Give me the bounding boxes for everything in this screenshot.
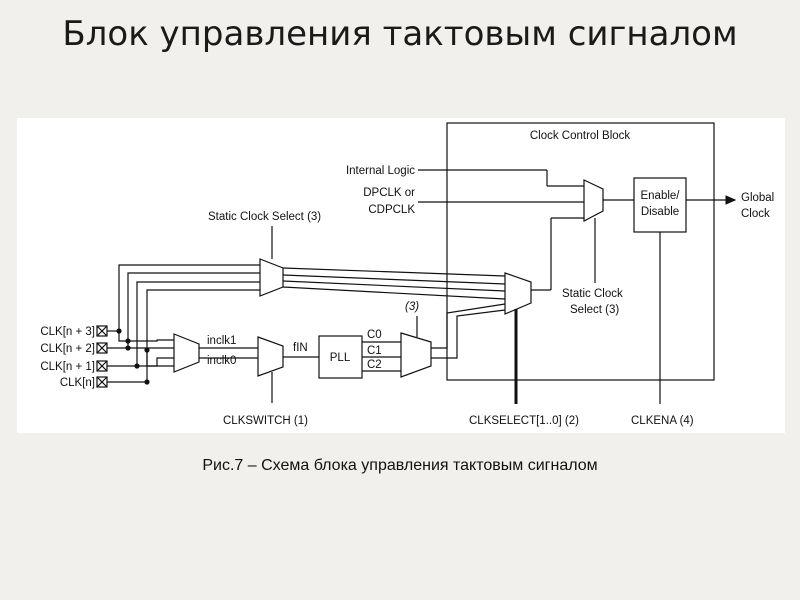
enable-disable-block: [633, 177, 687, 233]
pll-out-c1: C1: [367, 345, 382, 357]
inclk1-label: inclk1: [207, 335, 236, 347]
enable-label-line1: Enable/: [640, 190, 680, 202]
global-clock-label-line1: Global: [741, 192, 774, 204]
clkselect-label: CLKSELECT[1..0] (2): [469, 415, 579, 427]
clock-control-block-frame: [446, 122, 715, 381]
clk-pin-n0: CLK[n]: [60, 376, 147, 389]
clkena-label: CLKENA (4): [631, 415, 694, 427]
clock-select-mux: [504, 272, 532, 315]
pll-mux-ref: (3): [405, 301, 419, 313]
svg-text:CLK[n + 3]: CLK[n + 3]: [40, 326, 95, 338]
pll-out-c2: C2: [367, 359, 382, 371]
svg-text:CLK[n + 2]: CLK[n + 2]: [40, 343, 95, 355]
static-clock-select-right-line2: Select (3): [570, 304, 619, 316]
global-clock-label-line2: Clock: [741, 208, 770, 220]
clkswitch-mux: [257, 336, 284, 377]
clk-pin-n2: CLK[n + 2]: [40, 342, 128, 355]
svg-text:CLK[n]: CLK[n]: [60, 377, 95, 389]
clock-control-block-label: Clock Control Block: [530, 130, 631, 142]
slide-title: Блок управления тактовым сигналом: [62, 14, 738, 54]
static-clock-select-right-line1: Static Clock: [562, 288, 623, 300]
static-clock-mux: [259, 258, 284, 297]
clk-pin-n1: CLK[n + 1]: [40, 360, 137, 373]
clkswitch-label: CLKSWITCH (1): [223, 415, 308, 427]
clk-pin-n3: CLK[n + 3]: [40, 325, 119, 338]
fin-label: fIN: [293, 342, 308, 354]
input-mux: [173, 333, 200, 373]
svg-text:CLK[n + 1]: CLK[n + 1]: [40, 361, 95, 373]
enable-label-line2: Disable: [641, 206, 679, 218]
figure-caption: Рис.7 – Схема блока управления тактовым …: [202, 457, 598, 474]
pll-out-c0: C0: [367, 329, 382, 341]
pll-output-mux: [400, 332, 432, 378]
inclk0-label: inclk0: [207, 355, 236, 367]
static-clock-select-top-label: Static Clock Select (3): [208, 211, 321, 223]
diagram-panel: Clock Control Block Internal Logic DPCLK…: [17, 118, 785, 433]
clock-control-diagram: Clock Control Block Internal Logic DPCLK…: [40, 122, 774, 427]
dpclk-label: DPCLK or: [363, 187, 415, 199]
pll-label: PLL: [330, 352, 351, 364]
global-clock-mux: [583, 179, 604, 222]
cdpclk-label: CDPCLK: [368, 204, 415, 216]
internal-logic-label: Internal Logic: [346, 165, 415, 177]
